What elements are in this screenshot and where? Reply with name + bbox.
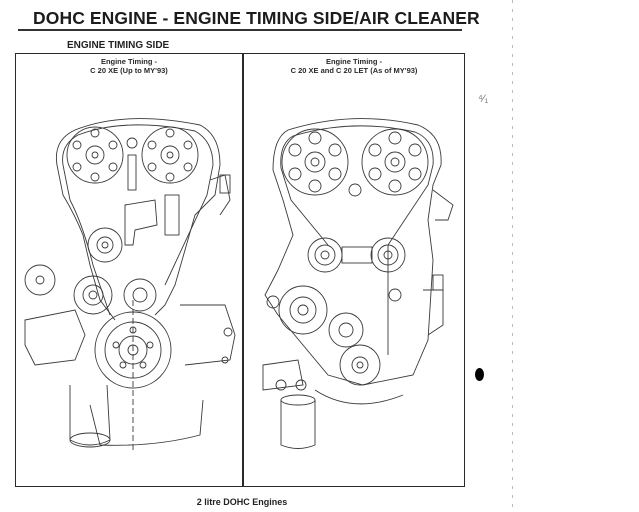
engine-timing-drawing-early: [24, 118, 236, 450]
oil-sump: [314, 389, 404, 405]
idler-small: [126, 137, 138, 149]
panel-heading-left: Engine Timing - C 20 XE (Up to MY'93): [15, 57, 243, 75]
idler-small: [348, 183, 362, 197]
alternator-bracket-pulley: [24, 264, 56, 296]
figure-frame: [15, 53, 465, 487]
page-title: DOHC ENGINE - ENGINE TIMING SIDE/AIR CLE…: [33, 8, 480, 28]
camshaft-sprocket-left: [66, 126, 124, 184]
panel-heading-left-line2: C 20 XE (Up to MY'93): [90, 66, 168, 75]
panel-divider: [242, 53, 244, 487]
bracket: [124, 199, 158, 246]
idler-pulley: [73, 275, 113, 315]
oil-sump: [89, 399, 204, 446]
timing-belt-cover-outline: [264, 118, 442, 386]
panel-heading-right-line1: Engine Timing -: [325, 57, 383, 66]
water-pump-sprocket: [328, 312, 364, 348]
side-mounting: [180, 304, 236, 366]
side-mounting: [432, 189, 454, 221]
title-underline: [18, 29, 462, 31]
panel-heading-right: Engine Timing - C 20 XE and C 20 LET (As…: [243, 57, 465, 75]
binder-hole-mark: [475, 368, 484, 381]
idler-pulley-right: [370, 237, 406, 273]
section-heading: ENGINE TIMING SIDE: [67, 40, 170, 51]
tensioner-pulley: [278, 285, 328, 335]
camshaft-sprocket-right: [141, 126, 199, 184]
camshaft-sprocket-right: [361, 128, 429, 196]
oil-filter: [280, 400, 316, 449]
engine-timing-drawing-late: [262, 118, 454, 449]
timing-belt: [280, 125, 434, 355]
oil-filter: [69, 384, 111, 446]
margin-mark: ⁴⁄₁: [478, 93, 489, 105]
idler-pulley-left: [307, 237, 343, 273]
crankshaft-sprocket: [339, 344, 381, 386]
camshaft-sprocket-left: [281, 128, 349, 196]
page-fold-line: [512, 0, 513, 512]
timing-belt: [62, 124, 214, 316]
water-pump-sprocket: [123, 278, 157, 312]
figure-caption: 2 litre DOHC Engines: [196, 497, 288, 507]
tensioner-pulley: [87, 227, 123, 263]
panel-heading-right-line2: C 20 XE and C 20 LET (As of MY'93): [290, 66, 418, 75]
panel-heading-left-line1: Engine Timing -: [100, 57, 158, 66]
